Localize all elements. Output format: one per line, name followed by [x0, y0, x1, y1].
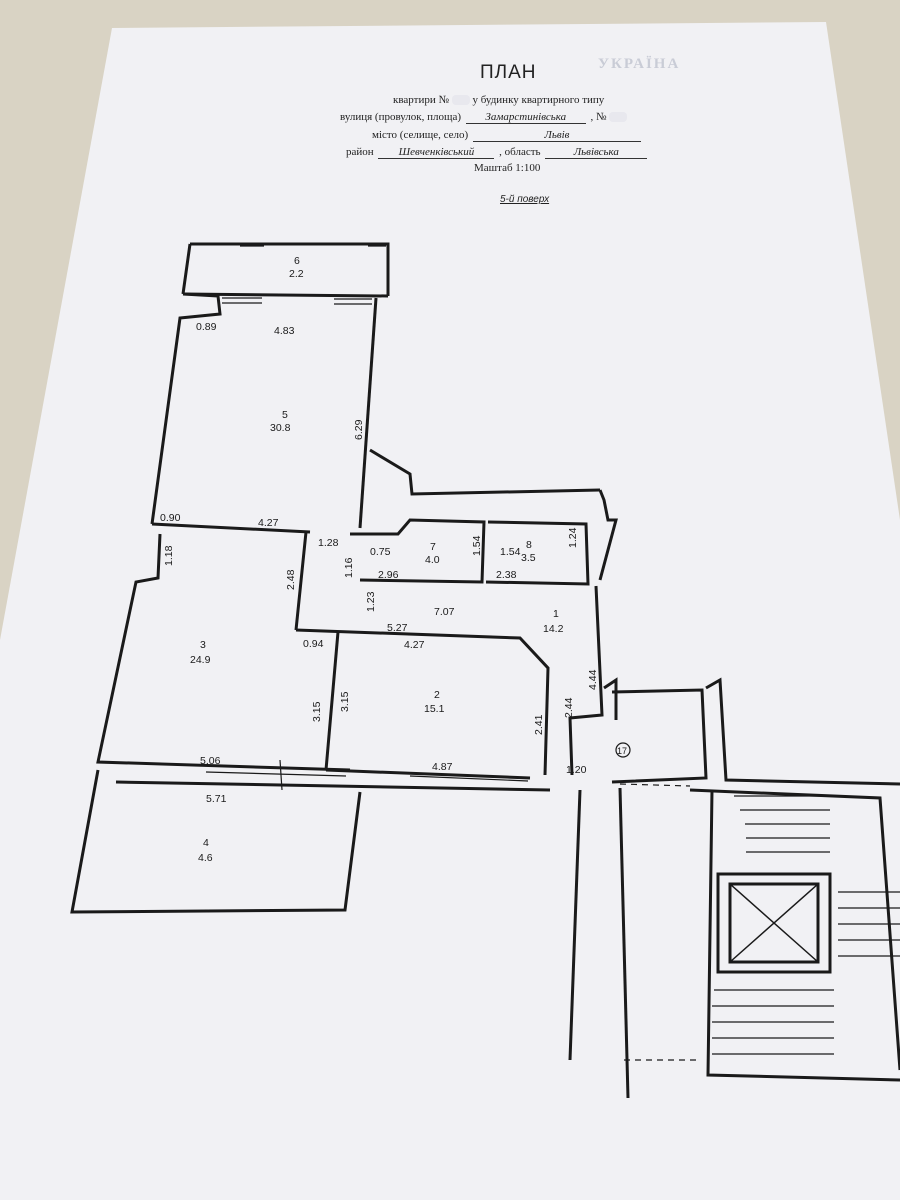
- dimension-label: 1.18: [163, 545, 175, 566]
- dimension-label: 4.87: [432, 761, 453, 773]
- room-6-area: 2.2: [289, 268, 304, 280]
- redacted-building-number: [609, 112, 628, 123]
- room-7-number: 7: [430, 541, 436, 553]
- dimension-label: 1.16: [343, 557, 355, 578]
- dimension-label: 1.24: [567, 527, 579, 548]
- street-value: Замарстинівська: [465, 111, 586, 124]
- street-label: вулиця (провулок, площа): [340, 111, 462, 123]
- apartment-line: квартири № у будинку квартирного типу: [393, 94, 604, 106]
- dimension-label: 0.89: [196, 321, 217, 333]
- dimension-label: 2.41: [533, 714, 545, 735]
- dimension-label: 6.29: [353, 419, 365, 440]
- dimension-label: 2.96: [378, 569, 399, 581]
- stair-marker: 17: [617, 746, 627, 756]
- dimension-label: 0.75: [370, 546, 391, 558]
- region-value: Львівська: [545, 146, 648, 159]
- plan-walls: [70, 242, 900, 1099]
- dimension-label: 4.27: [404, 639, 425, 651]
- plan-details: [205, 245, 900, 1061]
- region-label: , область: [499, 146, 541, 158]
- dimension-label: 7.07: [434, 606, 455, 618]
- room-8-area: 3.5: [521, 552, 536, 564]
- dimension-label: 3.15: [339, 691, 351, 712]
- room-4-number: 4: [203, 837, 209, 849]
- room-5-area: 30.8: [270, 422, 291, 434]
- dimension-label: 1.54: [500, 546, 521, 558]
- street-line: вулиця (провулок, площа) Замарстинівська…: [340, 111, 628, 124]
- room-5-number: 5: [282, 409, 288, 421]
- document-header: ПЛАН квартири № у будинку квартирного ти…: [0, 0, 900, 220]
- room-3-number: 3: [200, 639, 206, 651]
- dimension-label: 3.15: [311, 701, 323, 722]
- room-1-number: 1: [553, 608, 559, 620]
- dimension-label: 1.20: [566, 764, 587, 776]
- dimension-label: 1.54: [471, 535, 483, 556]
- dimension-label: 4.27: [258, 517, 279, 529]
- street-number-label: , №: [590, 111, 607, 123]
- dimension-label: 0.90: [160, 512, 181, 524]
- dimension-label: 1.23: [365, 591, 377, 612]
- room-1-area: 14.2: [543, 623, 564, 635]
- room-4-area: 4.6: [198, 852, 213, 864]
- city-value: Львів: [472, 129, 641, 142]
- floor-label: 5-й поверх: [500, 194, 550, 205]
- scale-label: Маштаб 1:100: [474, 162, 541, 174]
- district-label: район: [346, 146, 374, 158]
- dimension-label: 4.44: [587, 669, 599, 690]
- room-7-area: 4.0: [425, 554, 440, 566]
- district-value: Шевченківський: [378, 146, 495, 159]
- room-3-area: 24.9: [190, 654, 211, 666]
- room-2-number: 2: [434, 689, 440, 701]
- city-line: місто (селище, село) Львів: [372, 129, 643, 142]
- room-8-number: 8: [526, 539, 532, 551]
- dimension-label: 0.94: [303, 638, 324, 650]
- dimension-label: 1.28: [318, 537, 339, 549]
- document-title: ПЛАН: [480, 62, 537, 83]
- apartment-prefix: квартири №: [393, 94, 449, 106]
- room-2-area: 15.1: [424, 703, 445, 715]
- redacted-number: [451, 95, 470, 106]
- dimension-label: 4.83: [274, 325, 295, 337]
- dimension-label: 2.48: [285, 569, 297, 590]
- dimension-label: 2.44: [563, 697, 575, 718]
- dimension-label: 5.06: [200, 755, 221, 767]
- dimension-label: 5.71: [206, 793, 227, 805]
- dimension-label: 2.38: [496, 569, 517, 581]
- watermark-ukraine: УКРАЇНА: [598, 56, 681, 72]
- district-line: район Шевченківський , область Львівська: [346, 146, 649, 159]
- dimension-label: 5.27: [387, 622, 408, 634]
- city-label: місто (селище, село): [372, 129, 469, 141]
- room-6-number: 6: [294, 255, 300, 267]
- apartment-suffix: у будинку квартирного типу: [472, 94, 605, 106]
